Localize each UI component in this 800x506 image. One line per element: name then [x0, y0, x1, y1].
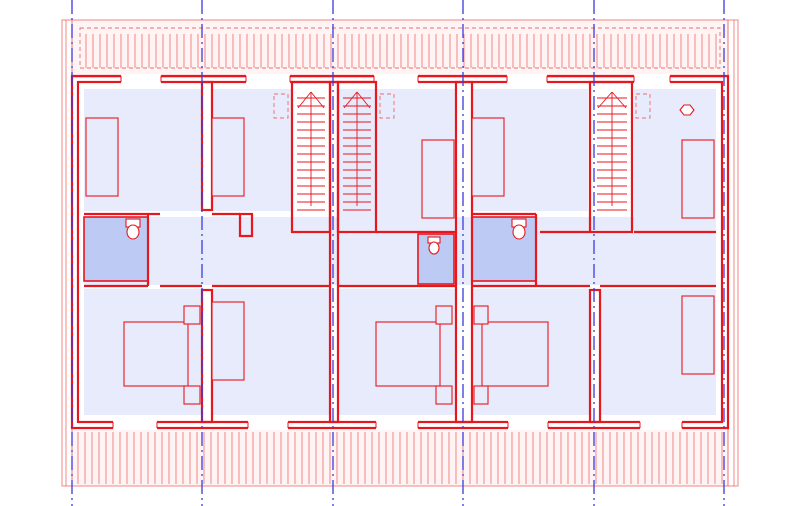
staircase-2 — [343, 91, 371, 211]
facade-window-jambs — [112, 76, 683, 428]
toilets — [125, 104, 695, 255]
beds — [85, 117, 715, 405]
dashed-details — [273, 93, 651, 119]
axis-grid — [71, 0, 725, 506]
bathroom-3 — [471, 216, 537, 282]
interior-walls — [84, 80, 716, 424]
roof-bottom-band — [71, 427, 729, 487]
staircase-1 — [297, 91, 325, 211]
roof-top-band — [71, 19, 729, 78]
staircase-3 — [597, 91, 627, 211]
facade-windows — [113, 74, 682, 430]
